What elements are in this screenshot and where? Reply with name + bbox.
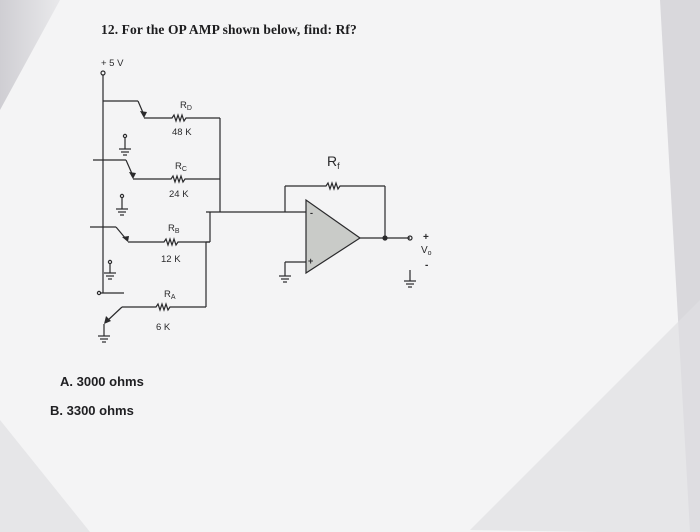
output-voltage-label: Vo bbox=[421, 245, 432, 257]
switch-a-terminal bbox=[96, 290, 102, 296]
ground-c-terminal bbox=[119, 193, 125, 199]
answer-choice-b[interactable]: B. 3300 ohms bbox=[50, 403, 134, 418]
resistor-d-label: RD bbox=[180, 100, 192, 112]
output-terminal bbox=[407, 235, 413, 241]
resistor-b-label: RB bbox=[168, 223, 180, 235]
switch-d-arrow-icon bbox=[140, 111, 147, 118]
output-minus-sign: - bbox=[425, 260, 428, 271]
resistor-b-value: 12 K bbox=[161, 254, 181, 265]
supply-label: + 5 V bbox=[101, 58, 124, 69]
output-plus-sign: + bbox=[423, 232, 429, 243]
paper-shadow-lower-left bbox=[0, 420, 90, 532]
paper-shadow-left bbox=[0, 0, 60, 110]
ground-b-terminal bbox=[107, 259, 113, 265]
feedback-resistor-symbol bbox=[285, 181, 385, 191]
resistor-a-symbol bbox=[152, 302, 206, 312]
switch-c-arrow-icon bbox=[129, 172, 136, 179]
paper-shadow-band bbox=[470, 300, 700, 532]
resistor-a-label: RA bbox=[164, 289, 176, 301]
opamp-symbol bbox=[305, 198, 362, 275]
resistor-b-symbol bbox=[160, 237, 210, 247]
switch-a-arrow-icon bbox=[104, 316, 111, 324]
opamp-plus-sign: + bbox=[308, 256, 313, 266]
switch-b-arrow-icon bbox=[122, 236, 129, 242]
feedback-resistor-label: Rf bbox=[327, 153, 340, 171]
resistor-c-symbol bbox=[168, 174, 218, 184]
resistor-a-value: 6 K bbox=[156, 322, 171, 333]
resistor-d-value: 48 K bbox=[172, 127, 192, 138]
question-text: 12. For the OP AMP shown below, find: Rf… bbox=[101, 22, 357, 37]
resistor-c-label: RC bbox=[175, 161, 187, 173]
resistor-d-symbol bbox=[168, 113, 220, 123]
output-node bbox=[382, 235, 388, 241]
resistor-c-value: 24 K bbox=[169, 189, 189, 200]
ground-d-terminal bbox=[122, 133, 128, 139]
opamp-minus-sign: - bbox=[310, 208, 313, 218]
answer-choice-a[interactable]: A. 3000 ohms bbox=[60, 374, 144, 389]
